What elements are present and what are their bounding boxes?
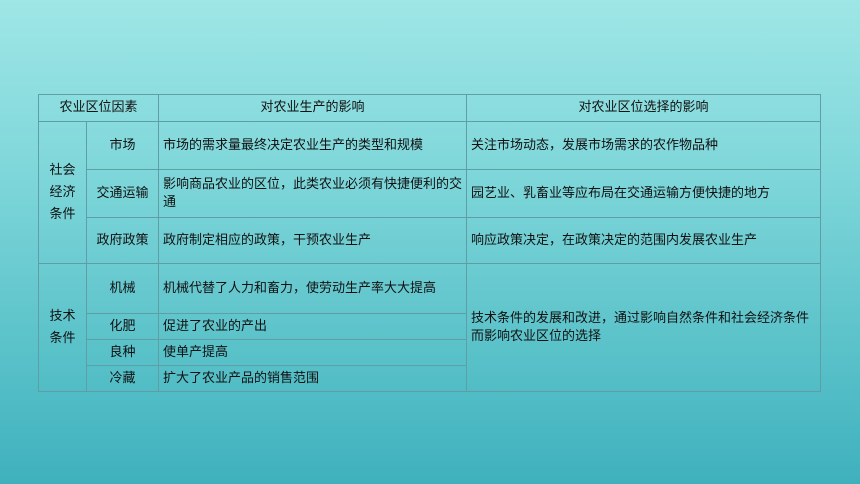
table-row: 社会 经济 条件 市场 市场的需求量最终决定农业生产的类型和规模 关注市场动态，… [38,121,822,264]
location-cell-technology: 技术条件的发展和改进，通过影响自然条件和社会经济条件而影响农业区位的选择 [466,263,822,392]
factor-cell: 交通运输 [85,169,160,218]
location-cell: 园艺业、乳畜业等应布局在交通运输方便快捷的地方 [466,169,822,218]
factor-cell: 市场 [85,121,160,170]
production-cell: 扩大了农业产品的销售范围 [158,365,468,392]
production-cell: 政府制定相应的政策，干预农业生产 [158,217,468,264]
factor-cell: 化肥 [85,313,160,340]
table-header-row: 农业区位因素 对农业生产的影响 对农业区位选择的影响 [37,94,822,122]
factor-cell: 良种 [85,339,160,366]
group-label-technology: 技术 条件 [38,263,87,392]
group-label-line: 经济 [49,184,76,200]
factor-cell: 冷藏 [85,365,160,392]
agriculture-location-table-container: 农业区位因素 对农业生产的影响 对农业区位选择的影响 社会 经济 条件 市场 市… [37,94,822,392]
production-cell: 影响商品农业的区位，此类农业必须有快捷便利的交通 [158,169,468,218]
header-production-impact: 对农业生产的影响 [158,94,468,122]
production-cell: 促进了农业的产出 [158,313,468,340]
group-label-line: 技术 [49,308,76,324]
header-location-impact: 对农业区位选择的影响 [466,94,822,122]
group-label-line: 条件 [49,330,76,346]
table-row: 冷藏 扩大了农业产品的销售范围 [39,365,821,392]
table-row: 化肥 促进了农业的产出 [39,313,821,340]
production-cell: 机械代替了人力和畜力，使劳动生产率大大提高 [158,263,468,314]
header-factor: 农业区位因素 [37,94,160,122]
location-cell: 响应政策决定，在政策决定的范围内发展农业生产 [466,217,822,264]
production-cell: 使单产提高 [158,339,468,366]
production-cell: 市场的需求量最终决定农业生产的类型和规模 [158,121,468,170]
table-row: 技术 条件 机械 机械代替了人力和畜力，使劳动生产率大大提高 技术条件的发展和改… [38,263,822,392]
table-row: 政府政策 政府制定相应的政策，干预农业生产 响应政策决定，在政策决定的范围内发展… [39,217,822,264]
table-row: 交通运输 影响商品农业的区位，此类农业必须有快捷便利的交通 园艺业、乳畜业等应布… [39,169,822,218]
location-cell: 关注市场动态，发展市场需求的农作物品种 [466,121,822,170]
factor-cell: 机械 [85,263,160,314]
factor-cell: 政府政策 [85,217,160,264]
group-label-line: 条件 [49,206,76,222]
group-label-socioeconomic: 社会 经济 条件 [38,121,87,264]
group-label-line: 社会 [49,162,76,178]
table-row: 良种 使单产提高 [39,339,821,366]
agriculture-location-table: 农业区位因素 对农业生产的影响 对农业区位选择的影响 社会 经济 条件 市场 市… [37,94,822,392]
